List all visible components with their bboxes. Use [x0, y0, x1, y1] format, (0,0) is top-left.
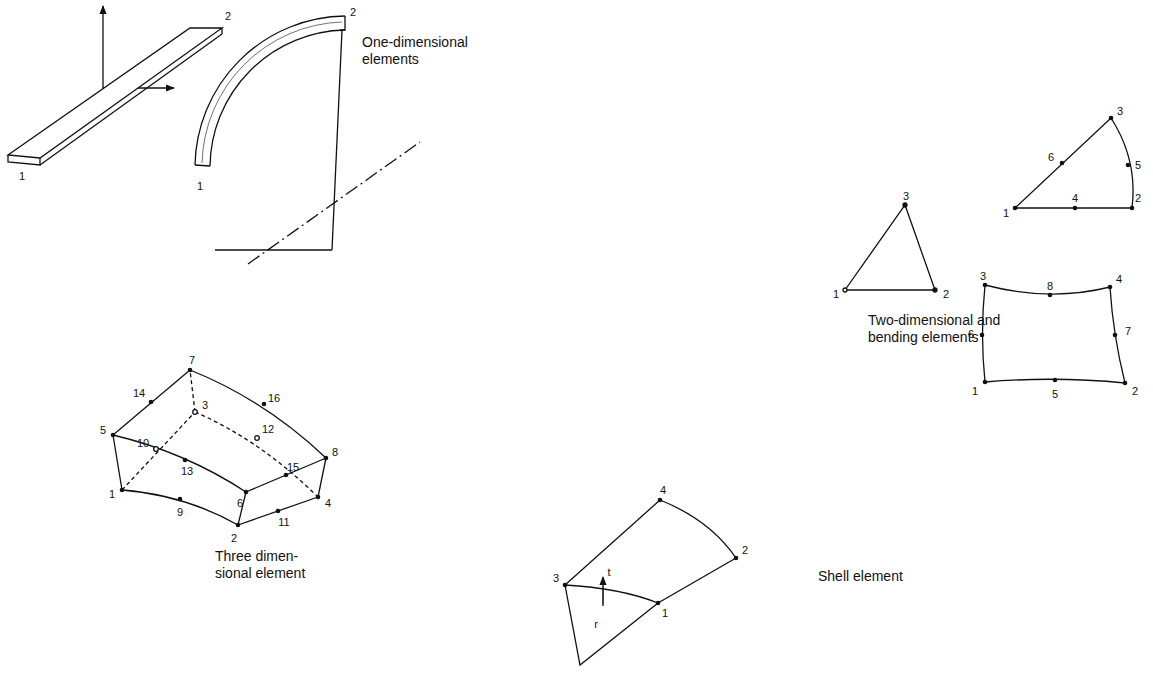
node-number: 5	[1052, 388, 1058, 400]
node-number: 7	[1125, 325, 1131, 337]
node-number: 3	[202, 399, 208, 411]
node-number: 8	[332, 446, 338, 458]
node-number: 4	[1072, 192, 1078, 204]
node-number: 4	[1116, 273, 1122, 285]
node-number: 10	[137, 437, 149, 449]
node-number: 5	[1135, 159, 1141, 171]
node-number: 3	[1117, 105, 1123, 117]
straight-beam	[8, 6, 222, 165]
node-number: 1	[109, 488, 115, 500]
node-number: 2	[1132, 385, 1138, 397]
node-number: 3	[903, 190, 909, 202]
node-number: 1	[972, 385, 978, 397]
node-number: 1	[662, 607, 668, 619]
node-number: 4	[660, 484, 666, 496]
node-number: 6	[237, 497, 243, 509]
quadrilateral-element	[980, 283, 1128, 386]
brick-element	[111, 368, 329, 528]
node-number: 5	[100, 424, 106, 436]
node-number: t	[607, 566, 610, 578]
node-number: r	[594, 618, 598, 630]
element-group-caption: Two-dimensional and bending elements	[868, 312, 1018, 346]
node-number: 6	[1048, 151, 1054, 163]
node-number: 2	[943, 288, 949, 300]
node-number: 7	[189, 354, 195, 366]
node-number: 1	[1003, 207, 1009, 219]
curved-triangle-element	[1013, 116, 1135, 211]
node-number: 2	[742, 544, 748, 556]
node-number: 3	[980, 270, 986, 282]
node-number: 4	[325, 497, 331, 509]
shell-element	[563, 498, 739, 665]
element-group-caption: Three dimen- sional element	[215, 548, 315, 582]
node-number: 15	[287, 461, 299, 473]
node-number: 16	[268, 392, 280, 404]
node-number: 2	[1135, 192, 1141, 204]
node-number: 2	[231, 532, 237, 544]
node-number: 1	[197, 180, 203, 192]
node-number: 3	[553, 572, 559, 584]
node-number: 9	[177, 506, 183, 518]
node-number: 12	[262, 423, 274, 435]
node-number: 2	[350, 6, 356, 18]
node-number: 8	[1047, 280, 1053, 292]
triangle-element	[843, 203, 937, 292]
element-group-caption: One-dimensional elements	[362, 34, 492, 68]
node-number: 11	[278, 516, 289, 528]
node-number: 1	[19, 170, 25, 182]
node-number: 14	[133, 387, 145, 399]
node-number: 13	[181, 465, 193, 477]
node-number: 2	[225, 10, 231, 22]
element-group-caption: Shell element	[818, 568, 958, 585]
node-number: 1	[833, 288, 839, 300]
